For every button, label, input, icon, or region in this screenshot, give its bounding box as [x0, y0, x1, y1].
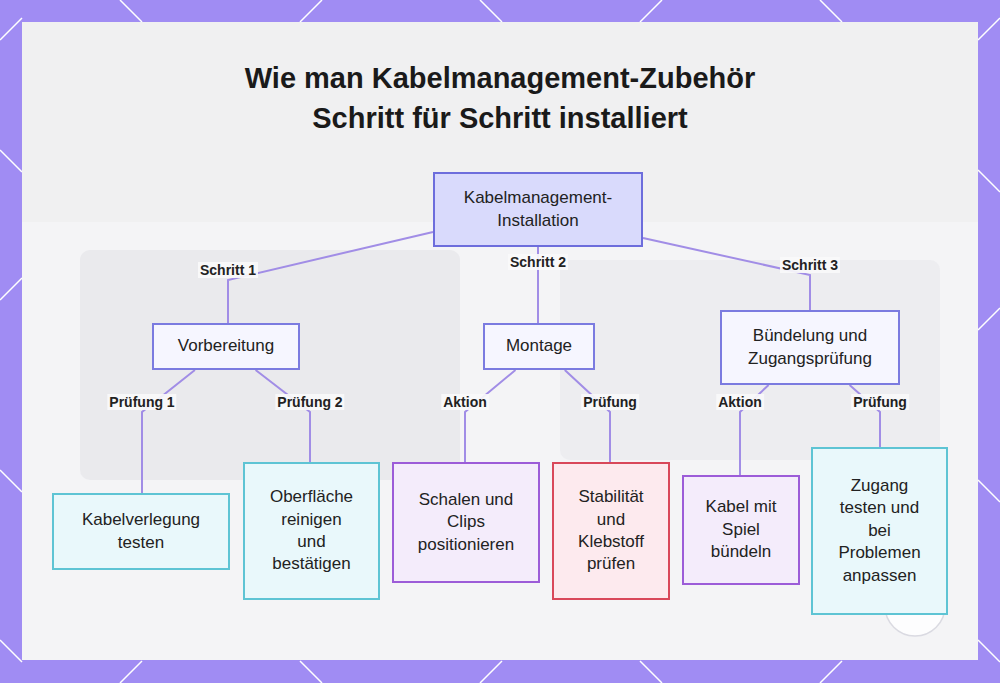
edge-label: Prüfung 1: [107, 394, 176, 410]
edge-label: Schritt 3: [780, 257, 840, 273]
node-text: Kabel mit Spiel bündeln: [696, 496, 786, 563]
frame-lines: [120, 661, 842, 683]
connector-line: [643, 238, 810, 310]
connector-line: [142, 370, 195, 493]
check-box: Oberfläche reinigen und bestätigen: [243, 462, 380, 600]
edge-label: Prüfung 2: [275, 394, 344, 410]
step-box: Bündelung und Zugangsprüfung: [720, 310, 900, 385]
edge-label: Prüfung: [851, 394, 909, 410]
edge-label: Schritt 1: [198, 262, 258, 278]
frame-lines: [0, 18, 22, 662]
connector-line: [228, 232, 433, 323]
action-box: Kabel mit Spiel bündeln: [682, 475, 800, 585]
edge-label: Aktion: [716, 394, 764, 410]
check-box: Zugang testen und bei Problemen anpassen: [811, 447, 948, 615]
frame-lines: [978, 18, 1000, 662]
step-box: Vorbereitung: [152, 323, 300, 370]
node-text: Kabelverlegung testen: [68, 509, 214, 554]
node-text: Kabelmanagement-Installation: [445, 187, 631, 232]
node-text: Oberfläche reinigen und bestätigen: [265, 486, 358, 576]
root-box: Kabelmanagement-Installation: [433, 172, 643, 247]
blurred-photo: [560, 260, 940, 460]
connector-line: [565, 370, 610, 462]
node-text: Vorbereitung: [178, 335, 274, 357]
blurred-photo: [80, 250, 460, 480]
node-text: Zugang testen und bei Problemen anpassen: [829, 475, 930, 587]
diagram-title: Wie man Kabelmanagement-Zubehör Schritt …: [215, 58, 785, 138]
node-text: Montage: [506, 335, 572, 357]
node-text: Stabilität und Klebstoff prüfen: [566, 486, 656, 576]
node-text: Schalen und Clips positionieren: [416, 489, 516, 556]
inner-panel: [22, 22, 978, 660]
check-box: Stabilität und Klebstoff prüfen: [552, 462, 670, 600]
frame-lines: [120, 0, 842, 22]
edge-label: Prüfung: [581, 394, 639, 410]
connector-line: [465, 370, 515, 462]
action-box: Schalen und Clips positionieren: [392, 462, 540, 583]
connector-line: [256, 370, 310, 462]
step-box: Montage: [483, 323, 595, 370]
edge-label: Aktion: [441, 394, 489, 410]
edge-label: Schritt 2: [508, 254, 568, 270]
check-box: Kabelverlegung testen: [52, 493, 230, 570]
node-text: Bündelung und Zugangsprüfung: [734, 325, 886, 370]
